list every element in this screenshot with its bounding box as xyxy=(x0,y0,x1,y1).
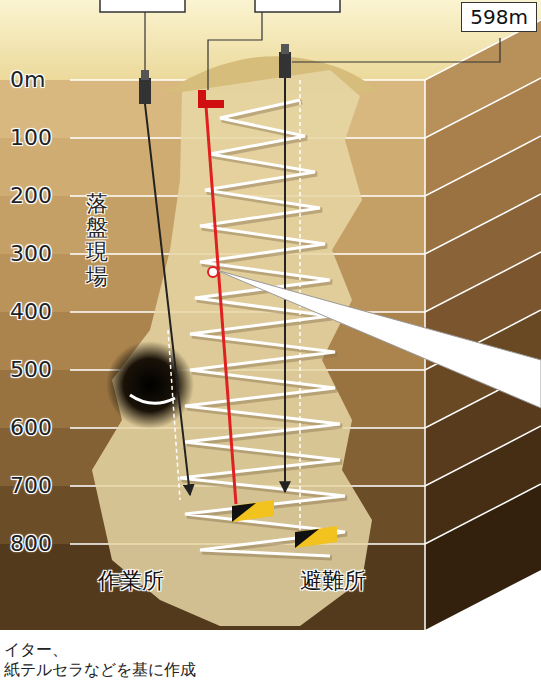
collapse-label: 落盤現場 xyxy=(86,192,108,289)
drill-hole xyxy=(145,104,190,495)
collapse-site xyxy=(130,395,175,403)
leader-line xyxy=(292,38,500,62)
depth-label: 600 xyxy=(10,415,52,441)
layer-lines xyxy=(70,20,541,630)
ramp-shadow xyxy=(182,102,347,558)
drill-hole-red xyxy=(206,106,236,504)
box-text: 598m xyxy=(470,5,528,29)
info-box xyxy=(100,0,185,12)
drill-rig xyxy=(279,52,291,78)
source-note: イター、 xyxy=(4,640,68,659)
depth-label: 700 xyxy=(10,473,52,499)
mine-area xyxy=(92,70,372,626)
drill-rig xyxy=(139,78,151,104)
depth-label: 100 xyxy=(10,125,52,151)
workshop-room xyxy=(232,500,274,522)
leader-line xyxy=(208,12,262,90)
workshop-room xyxy=(232,503,256,522)
shelter-room xyxy=(295,529,319,548)
depth-label: 300 xyxy=(10,241,52,267)
depth-label: 800 xyxy=(10,531,52,557)
depth-label: 200 xyxy=(10,183,52,209)
room-label: 避難所 xyxy=(300,568,366,594)
spiral-ramp xyxy=(180,100,345,556)
drill-rig-red xyxy=(198,90,224,108)
drill-hole xyxy=(284,78,286,492)
info-box xyxy=(255,0,340,12)
depth-label: 400 xyxy=(10,299,52,325)
leader-line xyxy=(144,12,145,78)
source-note: 紙テルセラなどを基に作成 xyxy=(4,660,196,679)
callout-point xyxy=(208,267,218,277)
shelter-room xyxy=(295,526,337,548)
rock-side xyxy=(425,20,541,630)
callout-wedge xyxy=(216,270,541,408)
room-label: 作業所 xyxy=(98,568,164,594)
drill-rig xyxy=(281,44,289,54)
depth-label: 0m xyxy=(10,67,45,93)
depth-label: 500 xyxy=(10,357,52,383)
drill-rig xyxy=(141,70,149,80)
depth-box: 598m xyxy=(461,2,537,32)
